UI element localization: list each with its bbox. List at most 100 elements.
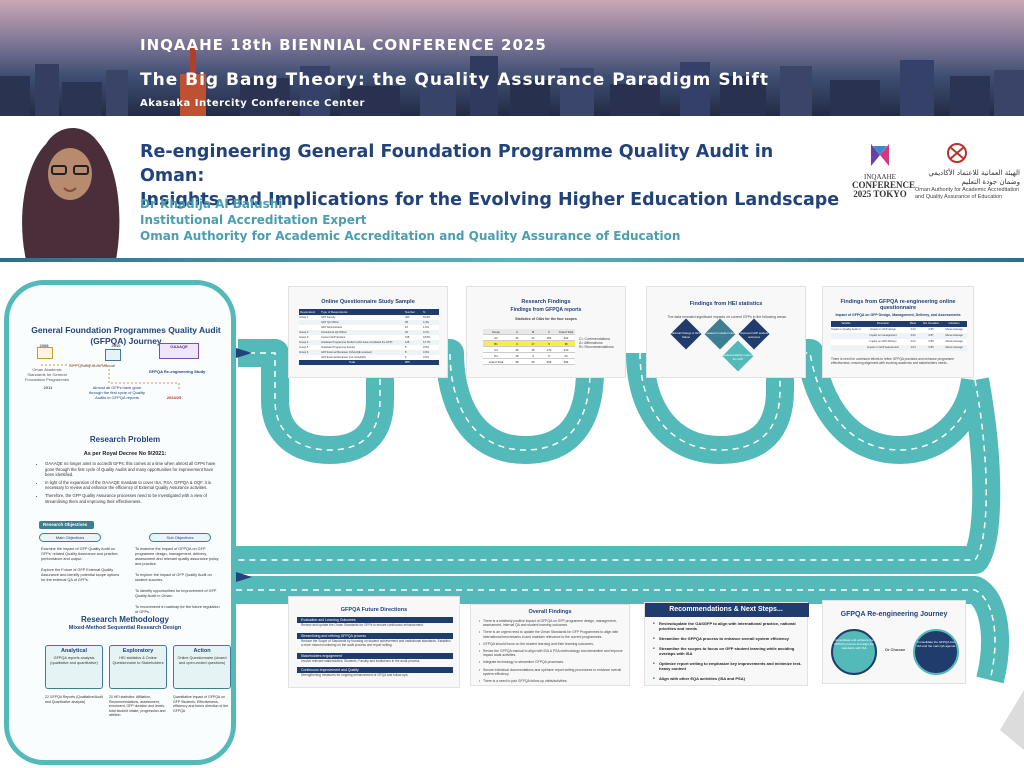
author-photo: [22, 128, 120, 260]
author-organization: Oman Authority for Academic Accreditatio…: [140, 229, 681, 243]
poster-title: Re-engineering General Foundation Progra…: [140, 140, 840, 212]
list-item: Optimize report writing to emphasize key…: [653, 661, 803, 671]
oia-legend: C= Commendations A= Affirmations R= Reco…: [579, 337, 614, 349]
list-item: In light of the expansion of the OAAAQE …: [45, 480, 219, 491]
conference-name: INQAAHE 18th BIENNIAL CONFERENCE 2025: [140, 36, 547, 54]
research-problem-list: OAAAQE no longer aims to accredit GFPs; …: [39, 461, 219, 506]
list-item: Streamline the GFPQA process to enhance …: [653, 636, 803, 641]
card-title: Online Questionnaire Study Sample: [321, 299, 415, 305]
sub-objectives-list: To examine the impact of GFPQA on GFP pr…: [135, 547, 223, 621]
author-block: Dr Khadija Al Balushi Institutional Accr…: [140, 196, 680, 244]
document-icon: [105, 349, 121, 361]
method-box-action: Action Online Questionnaire (closed and …: [173, 645, 231, 689]
main-objectives-tab: Main Objectives: [39, 533, 101, 542]
conference-theme: The Big Bang Theory: the Quality Assuran…: [140, 70, 770, 90]
list-item: Therefore, the GFP Quality Assurance pro…: [45, 493, 219, 504]
hei-statistics-card: Findings from HEI statistics The data re…: [646, 286, 806, 378]
oman-emblem-icon: [947, 143, 967, 163]
conference-logo-icon: [871, 144, 889, 166]
method-output: Quantitative Impact of GFPQA on GFP Stud…: [173, 695, 229, 713]
journey-almost-all: Almost all GFPs have gone through the fi…: [88, 385, 146, 400]
main-objectives-list: Examine the impact of GFP Quality Audit …: [41, 547, 121, 589]
research-objectives-header: Research Objectives: [39, 521, 94, 529]
journey-timeline-line: [41, 364, 180, 391]
overall-findings-card: Overall Findings There is a relatively p…: [470, 604, 630, 686]
recommendations-list: Review/update the OASGFP to align with i…: [653, 621, 803, 686]
recommendations-card: Recommendations & Next Steps... Review/u…: [644, 602, 809, 686]
list-item: There is a relatively positive impact of…: [479, 619, 625, 627]
research-problem-decree: As per Royal Decree No 9/2021:: [83, 451, 167, 457]
method-box-exploratory: Exploratory HEI statistics & Online Ques…: [109, 645, 167, 689]
future-directions-card: GFPQA Future Directions Evaluation and L…: [288, 596, 460, 688]
gfpqa-journey-panel: General Foundation Programmes Quality Au…: [4, 280, 236, 765]
journey-title: General Foundation Programmes Quality Au…: [31, 325, 221, 346]
header-divider: [0, 258, 1024, 262]
research-findings-card: Research Findings Findings from GFPQA re…: [466, 286, 626, 378]
document-icon: [37, 347, 53, 359]
list-item: Review/update the OASGFP to align with i…: [653, 621, 803, 631]
method-output: 20 HEI statistics: Affiliation, Recommen…: [109, 695, 166, 717]
title-line-1: Re-engineering General Foundation Progra…: [140, 142, 774, 186]
option-circle: [831, 629, 877, 675]
list-item: Examine the impact of GFP Quality Audit …: [41, 547, 119, 561]
list-item: To recommend a roadmap for the future re…: [135, 605, 220, 614]
research-problem-heading: Research Problem: [89, 435, 161, 444]
conference-logo: INQAAHE CONFERENCE 2025 TOKYO: [852, 142, 915, 199]
method-box-analytical: Analytical GFPQA reports analysis (quali…: [45, 645, 103, 689]
conference-venue: Akasaka Intercity Conference Center: [140, 98, 365, 109]
oaaa-logo: الهيئة العمانية للاعتماد الأكاديمي وضمان…: [915, 142, 1020, 201]
list-item: To explore the impact of GFP Quality Aud…: [135, 573, 212, 582]
list-item: Integrate technology to streamline GFPQA…: [479, 660, 625, 664]
research-methodology-heading: Research Methodology: [80, 615, 169, 624]
journey-oas: Oman Academic Standards for General Foun…: [24, 367, 70, 382]
list-item: Align with other EQA activities (ISA and…: [653, 676, 803, 681]
list-item: GFPQA should focus on the student learni…: [479, 642, 625, 646]
list-item: Streamline the scopes to focus on GFP st…: [653, 646, 803, 656]
list-item: Explore the Future of GFP External Quali…: [41, 568, 120, 582]
oaaa-arabic-name: الهيئة العمانية للاعتماد الأكاديمي وضمان…: [928, 169, 1020, 186]
oaaa-english-name: Oman Authority for Academic Accreditatio…: [915, 187, 1020, 200]
list-item: OAAAQE no longer aims to accredit GFPs; …: [45, 461, 219, 478]
list-item: There is a need to pair GFPQA follow-up …: [479, 679, 625, 683]
list-item: There is an urgent need to update the Om…: [479, 630, 625, 638]
questionnaire-table: Respondent Group Type of Respondents Num…: [299, 309, 439, 365]
list-item: Secure individual documentations and opt…: [479, 668, 625, 676]
conference-banner: INQAAHE 18th BIENNIAL CONFERENCE 2025 Th…: [0, 0, 1024, 116]
table-row: Impact on Quality Audit on GFPImpact on …: [831, 327, 967, 333]
questionnaire-sample-card: Online Questionnaire Study Sample Respon…: [288, 286, 448, 378]
option-circle: [913, 629, 959, 675]
city-skyline-image: [0, 46, 1024, 116]
journey-manual: GFP Quality Audit Manual: [69, 363, 115, 368]
gfpqa-questionnaire-card: Findings from GFPQA re-engineering onlin…: [822, 286, 974, 378]
list-item: To examine the impact of GFPQA on GFP pr…: [135, 547, 219, 566]
overall-findings-list: There is a relatively positive impact of…: [479, 619, 625, 686]
title-line-2: Insights and Implications for the Evolvi…: [140, 190, 840, 210]
list-item: To identify opportunities for improvemen…: [135, 589, 217, 598]
methodology-design: Mixed-Method Sequential Research Design: [68, 625, 182, 631]
journey-reengineering: GFPQA Re-engineering Study: [148, 369, 206, 374]
sub-objectives-tab: Sub Objectives: [149, 533, 211, 542]
method-output: 22 GFPQA Reports (Qualitative/Audit and …: [45, 695, 103, 704]
reengineering-journey-card: GFPQA Re-engineering Journey Consolidate…: [822, 600, 966, 684]
